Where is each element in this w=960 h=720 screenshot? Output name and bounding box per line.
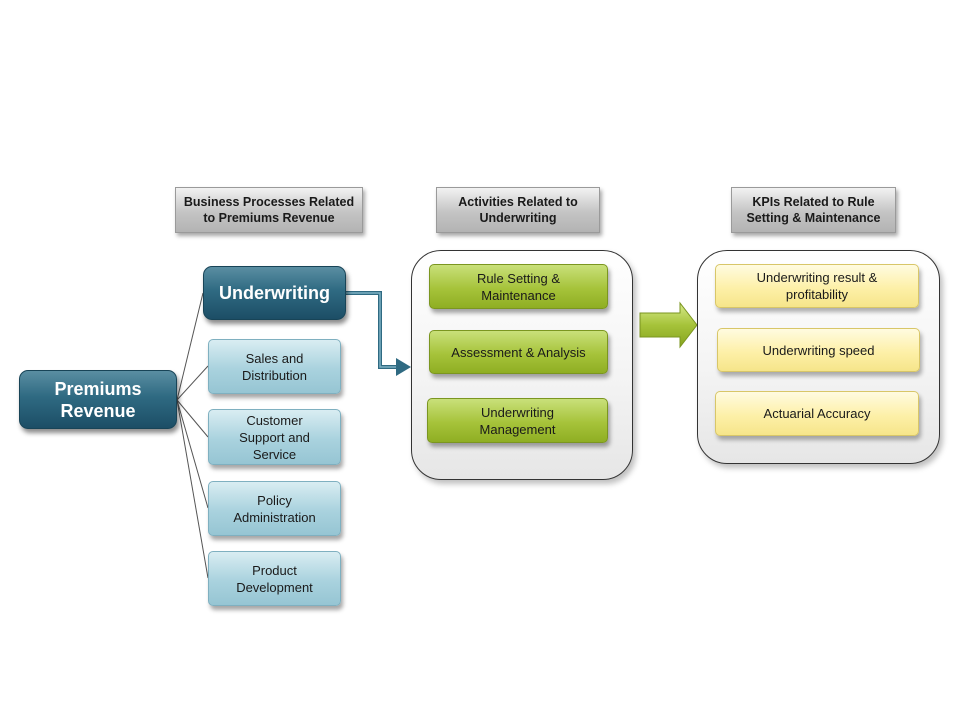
header-kpis-line2: Setting & Maintenance xyxy=(746,211,881,225)
header-kpis-line1: KPIs Related to Rule xyxy=(752,195,875,209)
header-business-processes: Business Processes Related to Premiums R… xyxy=(175,187,363,233)
activity-rule-setting: Rule Setting & Maintenance xyxy=(429,264,608,309)
link-sales xyxy=(176,365,209,401)
process-customer-line3: Service xyxy=(252,446,297,462)
activity-assessment-label: Assessment & Analysis xyxy=(451,344,586,360)
link-policy-admin xyxy=(176,399,209,509)
header-activities-line1: Activities Related to xyxy=(458,195,578,209)
header-business-processes-line1: Business Processes Related xyxy=(183,195,355,209)
activity-rule-setting-line1: Rule Setting & xyxy=(476,270,561,286)
root-line1: Premiums xyxy=(54,378,142,399)
header-activities: Activities Related to Underwriting xyxy=(436,187,600,233)
kpi-result-line2: profitability xyxy=(785,287,849,302)
activity-underwriting-management: Underwriting Management xyxy=(427,398,608,443)
process-customer-line2: Support and xyxy=(239,429,310,445)
root-line2: Revenue xyxy=(60,400,136,421)
process-sales-distribution: Sales and Distribution xyxy=(208,339,341,394)
kpi-result-line1: Underwriting result & xyxy=(756,270,878,285)
process-policy-administration: Policy Administration xyxy=(208,481,341,536)
link-product-dev xyxy=(176,399,209,579)
process-sales-line1: Sales and xyxy=(245,350,304,366)
link-underwriting xyxy=(176,292,204,401)
process-product-development: Product Development xyxy=(208,551,341,606)
process-sales-line2: Distribution xyxy=(241,367,308,383)
header-activities-line2: Underwriting xyxy=(479,211,557,225)
header-kpis: KPIs Related to Rule Setting & Maintenan… xyxy=(731,187,896,233)
activity-management-line2: Management xyxy=(479,421,556,437)
activity-assessment-analysis: Assessment & Analysis xyxy=(429,330,608,374)
process-customer-line1: Customer xyxy=(246,412,303,428)
activity-management-line1: Underwriting xyxy=(481,404,554,420)
process-policy-line2: Administration xyxy=(233,509,316,525)
process-customer-support: Customer Support and Service xyxy=(208,409,341,465)
kpi-actuarial-accuracy: Actuarial Accuracy xyxy=(715,391,919,436)
tree-lines xyxy=(176,292,209,579)
kpi-speed-label: Underwriting speed xyxy=(762,342,875,358)
kpi-underwriting-speed: Underwriting speed xyxy=(717,328,920,372)
kpi-accuracy-label: Actuarial Accuracy xyxy=(763,406,871,421)
root-premiums-revenue: Premiums Revenue xyxy=(19,370,177,429)
process-product-line2: Development xyxy=(236,579,313,595)
activity-rule-setting-line2: Maintenance xyxy=(481,287,556,303)
process-underwriting-label: Underwriting xyxy=(219,282,330,303)
block-arrow xyxy=(639,301,698,349)
elbow-arrow xyxy=(346,291,411,376)
header-business-processes-line2: to Premiums Revenue xyxy=(203,211,335,225)
kpi-underwriting-result: Underwriting result & profitability xyxy=(715,264,919,308)
process-underwriting: Underwriting xyxy=(203,266,346,320)
link-customer-support xyxy=(176,399,209,438)
process-policy-line1: Policy xyxy=(257,492,292,508)
process-product-line1: Product xyxy=(252,562,297,578)
